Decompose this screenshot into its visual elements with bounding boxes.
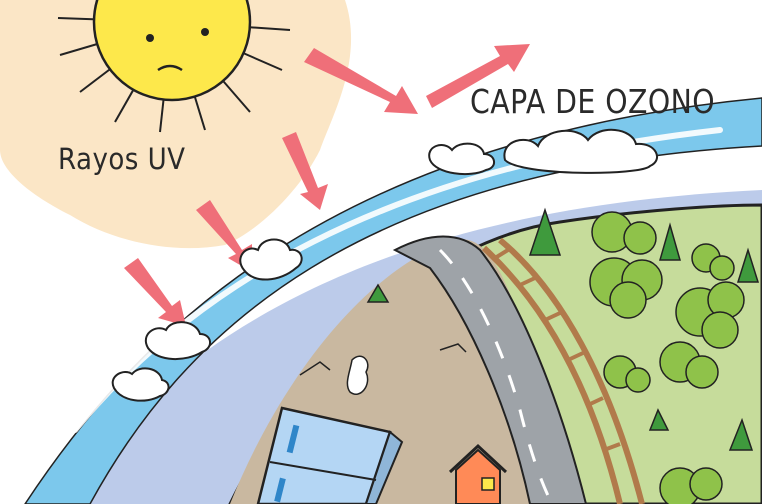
uv-arrows <box>124 44 530 326</box>
cloud-icon <box>145 321 211 361</box>
bush-icon <box>591 211 657 255</box>
bush-icon <box>659 467 723 504</box>
bridge-icon <box>481 237 645 504</box>
bush-icon <box>675 281 745 349</box>
bush-icon <box>589 257 663 319</box>
house-icon <box>448 443 508 504</box>
bush-icon <box>691 243 735 281</box>
trees <box>366 207 760 451</box>
cloud-icon <box>428 142 495 176</box>
tree-icon <box>528 207 562 256</box>
ozone-layer-label: CAPA DE OZONO <box>470 82 716 121</box>
uv-rays-label: Rayos UV <box>58 142 186 176</box>
cloud-icon <box>239 238 303 281</box>
arrow-icon <box>304 48 418 114</box>
tree-icon <box>366 283 390 303</box>
tree-icon <box>648 408 670 431</box>
tree-icon <box>659 222 681 261</box>
cloud-icon <box>503 128 658 174</box>
arrow-icon <box>196 200 252 272</box>
bush-icon <box>603 355 651 393</box>
debris-icon <box>346 355 369 395</box>
clouds <box>111 128 658 402</box>
road-icon <box>392 235 588 504</box>
refrigerator-icon <box>256 406 404 504</box>
cloud-icon <box>111 367 170 402</box>
crack-line <box>299 361 331 376</box>
arrow-icon <box>124 258 186 326</box>
bushes <box>589 211 745 504</box>
tree-icon <box>728 417 754 451</box>
crack-line <box>439 343 467 353</box>
tree-icon <box>736 247 760 283</box>
sun-icon <box>57 0 291 133</box>
arrow-icon <box>282 132 328 210</box>
arrow-icon <box>426 44 530 108</box>
bush-icon <box>659 341 719 389</box>
